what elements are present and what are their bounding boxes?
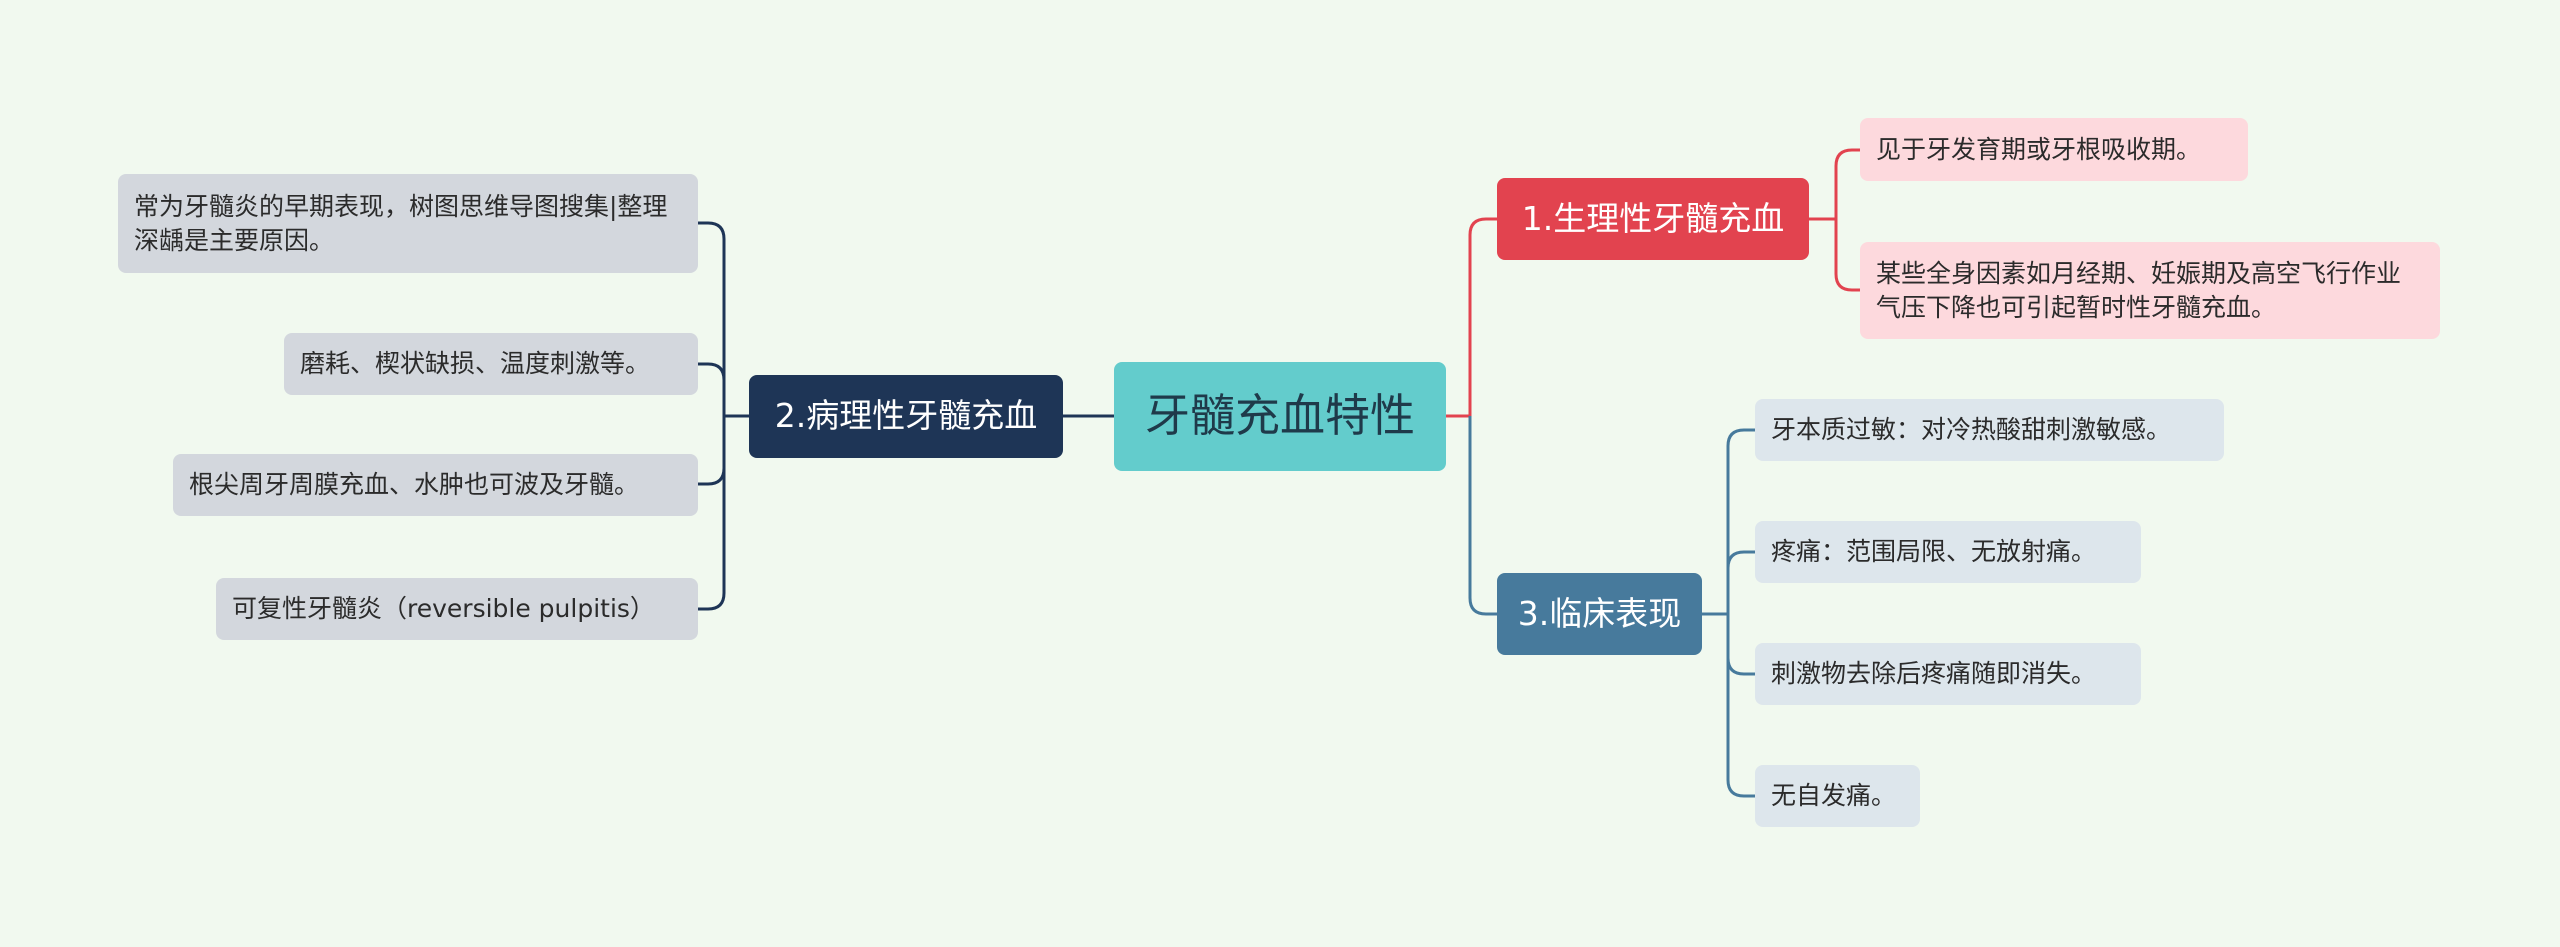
connector-physiological-leaves bbox=[1809, 148, 1860, 292]
central-topic[interactable]: 牙髓充血特性 bbox=[1114, 362, 1446, 471]
central-topic-label: 牙髓充血特性 bbox=[1144, 389, 1415, 443]
leaf-physiological-2[interactable]: 某些全身因素如月经期、妊娠期及高空飞行作业气压下降也可引起暂时性牙髓充血。 bbox=[1860, 242, 2440, 339]
leaf-text: 磨耗、楔状缺损、温度刺激等。 bbox=[300, 349, 651, 379]
branch-clinical[interactable]: 3.临床表现 bbox=[1497, 573, 1702, 655]
leaf-text: 见于牙发育期或牙根吸收期。 bbox=[1876, 134, 2202, 164]
branch-physiological[interactable]: 1.生理性牙髓充血 bbox=[1497, 178, 1809, 260]
leaf-text: 牙本质过敏：对冷热酸甜刺激敏感。 bbox=[1771, 415, 2172, 445]
leaf-clinical-4[interactable]: 无自发痛。 bbox=[1755, 765, 1920, 827]
connector-to-physiological bbox=[1468, 217, 1497, 416]
leaf-text: 疼痛：范围局限、无放射痛。 bbox=[1771, 537, 2097, 567]
branch-physiological-label: 1.生理性牙髓充血 bbox=[1521, 198, 1785, 238]
leaf-text: 根尖周牙周膜充血、水肿也可波及牙髓。 bbox=[189, 470, 640, 500]
branch-clinical-label: 3.临床表现 bbox=[1517, 593, 1682, 633]
leaf-text: 刺激物去除后疼痛随即消失。 bbox=[1771, 659, 2097, 689]
branch-pathological[interactable]: 2.病理性牙髓充血 bbox=[749, 375, 1063, 458]
leaf-pathological-2[interactable]: 磨耗、楔状缺损、温度刺激等。 bbox=[284, 333, 698, 395]
leaf-pathological-1[interactable]: 常为牙髓炎的早期表现，树图思维导图搜集|整理深龋是主要原因。 bbox=[118, 174, 698, 273]
leaf-pathological-4[interactable]: 可复性牙髓炎（reversible pulpitis） bbox=[216, 578, 698, 640]
connector-pathological-leaves bbox=[698, 221, 749, 611]
connector-clinical-leaves bbox=[1702, 428, 1755, 798]
connector-to-clinical bbox=[1468, 416, 1497, 616]
leaf-text: 某些全身因素如月经期、妊娠期及高空飞行作业气压下降也可引起暂时性牙髓充血。 bbox=[1876, 258, 2402, 322]
branch-pathological-label: 2.病理性牙髓充血 bbox=[774, 396, 1038, 436]
leaf-text: 常为牙髓炎的早期表现，树图思维导图搜集|整理深龋是主要原因。 bbox=[134, 191, 668, 255]
leaf-text: 可复性牙髓炎（reversible pulpitis） bbox=[232, 594, 655, 624]
leaf-clinical-1[interactable]: 牙本质过敏：对冷热酸甜刺激敏感。 bbox=[1755, 399, 2224, 461]
leaf-clinical-3[interactable]: 刺激物去除后疼痛随即消失。 bbox=[1755, 643, 2141, 705]
leaf-physiological-1[interactable]: 见于牙发育期或牙根吸收期。 bbox=[1860, 118, 2248, 181]
leaf-text: 无自发痛。 bbox=[1771, 781, 1897, 811]
leaf-clinical-2[interactable]: 疼痛：范围局限、无放射痛。 bbox=[1755, 521, 2141, 583]
leaf-pathological-3[interactable]: 根尖周牙周膜充血、水肿也可波及牙髓。 bbox=[173, 454, 698, 516]
